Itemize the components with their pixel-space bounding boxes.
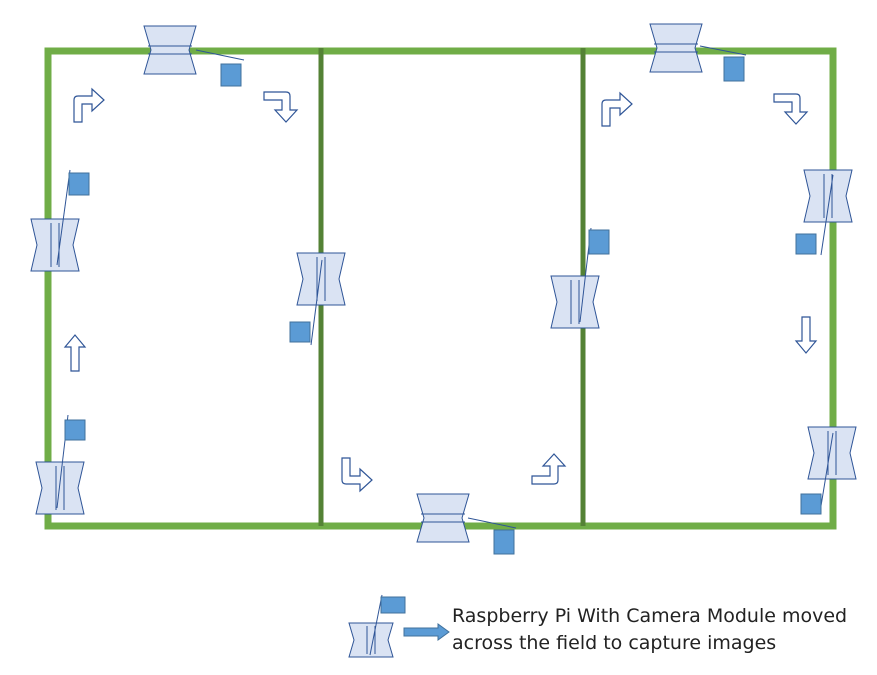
- device-right-upper: [795, 169, 853, 256]
- device-top-right: [649, 23, 747, 82]
- arrow-up-right-topright: [601, 92, 633, 127]
- device-top-left: [143, 25, 245, 87]
- legend-line-2: across the field to capture images: [452, 632, 777, 654]
- device-divider-left: [289, 252, 346, 346]
- legend-caption: Raspberry Pi With Camera Module moved ac…: [452, 603, 847, 657]
- legend-line-1: Raspberry Pi With Camera Module moved: [452, 605, 848, 627]
- arrow-up-left: [64, 334, 86, 372]
- arrow-down-right: [795, 316, 817, 354]
- arrow-down-right-bottom: [341, 457, 373, 492]
- device-left-lower: [35, 414, 86, 515]
- device-left-upper: [30, 169, 90, 272]
- device-divider-right: [550, 227, 610, 329]
- device-bottom-middle: [416, 493, 517, 555]
- arrow-up-right-topleft: [73, 88, 105, 123]
- field-border: [44, 47, 837, 530]
- arrow-right-down-topright: [773, 93, 808, 125]
- device-right-lower: [800, 426, 857, 515]
- legend-device-icon: [348, 594, 406, 658]
- arrow-right-down-topleft: [263, 91, 298, 123]
- arrow-right-up-bottom: [531, 453, 566, 485]
- legend-arrow-icon: [403, 623, 450, 641]
